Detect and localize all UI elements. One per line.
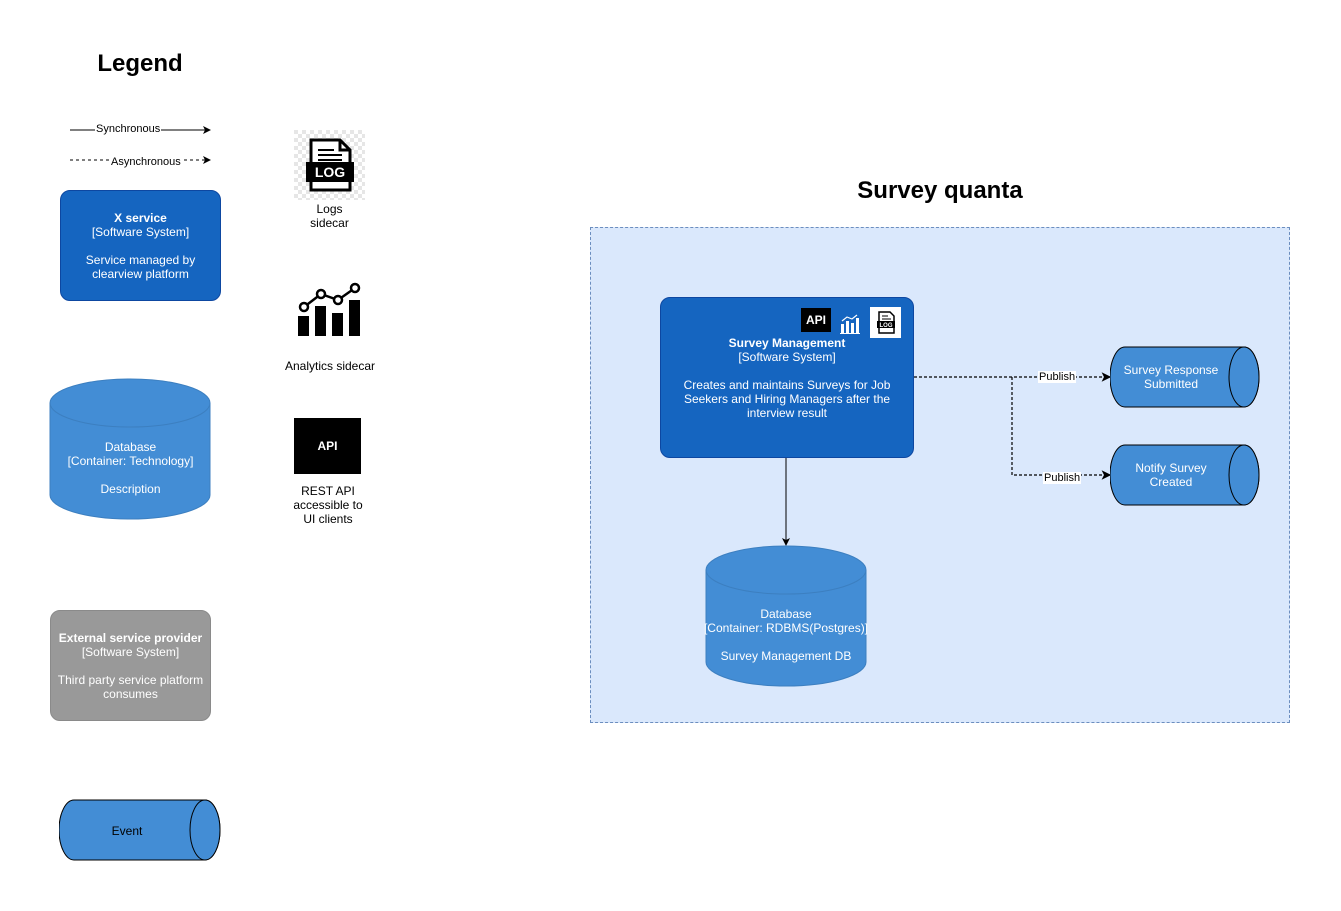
x-service-name: X service (114, 210, 167, 225)
logs-label-2: sidecar (310, 216, 349, 230)
logs-label-1: Logs (316, 202, 343, 216)
analytics-sidecar-label: Analytics sidecar (284, 359, 376, 373)
rest-api-label-2: accessible to (293, 498, 363, 512)
survey-response-event-cylinder[interactable] (1110, 346, 1261, 409)
rest-api-label: REST API accessible to UI clients (283, 484, 373, 526)
quanta-title: Survey quanta (857, 177, 1023, 204)
svg-text:LOG: LOG (880, 323, 893, 329)
survey-management-desc-3: interview result (746, 406, 828, 420)
svg-text:LOG: LOG (315, 164, 345, 180)
notify-survey-event-cylinder[interactable] (1110, 444, 1261, 507)
logs-sidecar-label: Logs sidecar (289, 202, 370, 230)
survey-management-box[interactable]: API LOG Survey Management [Software Syst… (660, 297, 914, 458)
survey-db-cylinder[interactable] (705, 545, 868, 689)
log-badge-icon: LOG (870, 307, 901, 338)
notify-survey-line2: Created (1149, 475, 1193, 489)
publish-label-1: Publish (1038, 371, 1077, 383)
survey-management-type: [Software System] (738, 350, 836, 364)
api-badge: API (801, 308, 831, 332)
survey-management-name: Survey Management (728, 336, 846, 350)
publish-edge-notify (1011, 377, 1112, 480)
legend-database-text: Database [Container: Technology] Descrip… (49, 430, 212, 506)
sync-label: Synchronous (95, 123, 162, 135)
x-service-box[interactable]: X service [Software System] Service mana… (60, 190, 221, 301)
external-provider-box[interactable]: External service provider [Software Syst… (50, 610, 211, 721)
x-service-desc-1: Service managed by (85, 252, 196, 267)
survey-response-line2: Submitted (1143, 377, 1199, 391)
legend-database-name: Database (104, 440, 157, 454)
survey-management-desc-1: Creates and maintains Surveys for Job (683, 378, 891, 392)
survey-response-event-text: Survey Response Submitted (1112, 356, 1230, 398)
async-label: Asynchronous (110, 156, 182, 168)
legend-database-cylinder[interactable] (49, 378, 212, 522)
survey-management-desc-2: Seekers and Hiring Managers after the (683, 392, 891, 406)
analytics-icon (298, 282, 361, 336)
x-service-desc-2: clearview platform (92, 266, 189, 281)
survey-db-text: Database [Container: RDBMS(Postgres)] Su… (696, 597, 876, 673)
survey-response-line1: Survey Response (1123, 363, 1219, 377)
survey-db-desc: Survey Management DB (720, 649, 852, 663)
notify-survey-event-text: Notify Survey Created (1112, 454, 1230, 496)
legend-database-type: [Container: Technology] (67, 454, 194, 468)
survey-db-name: Database (760, 607, 812, 621)
legend-title: Legend (97, 50, 183, 77)
survey-db-type: [Container: RDBMS(Postgres)] (703, 621, 869, 635)
external-provider-desc-2: consumes (103, 686, 158, 701)
publish-label-2: Publish (1043, 472, 1082, 484)
external-provider-name: External service provider (58, 630, 203, 645)
analytics-badge-icon (840, 314, 860, 334)
notify-survey-line1: Notify Survey (1135, 461, 1207, 475)
rest-api-label-3: UI clients (303, 512, 353, 526)
external-provider-desc-1: Third party service platform (57, 672, 204, 687)
legend-event-label: Event (111, 824, 143, 838)
legend-database-desc: Description (100, 482, 161, 496)
external-provider-type: [Software System] (81, 644, 180, 659)
api-icon: API (294, 418, 361, 474)
legend-event-cylinder[interactable] (59, 799, 222, 862)
x-service-type: [Software System] (91, 224, 190, 239)
rest-api-label-1: REST API (301, 484, 355, 498)
log-file-icon: LOG (294, 130, 365, 200)
